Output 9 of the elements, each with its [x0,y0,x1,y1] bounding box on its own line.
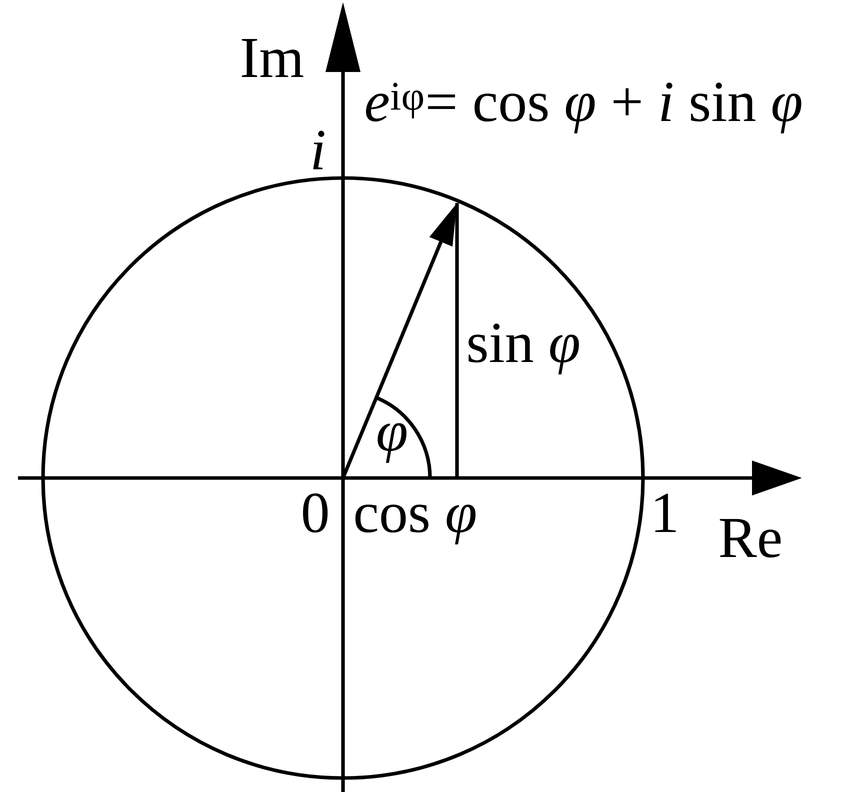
tick-label: 1 [655,494,676,532]
sine-label: sin φ [468,324,579,374]
angle-label: φ [378,423,406,463]
axis-label: Re [720,519,781,558]
cosine-label: cos φ [355,504,476,544]
tick-label: 0 [303,493,328,533]
tick-label: i [313,130,324,170]
euler-formula: e$^{iφ}$= cos φ + i sin φ [366,82,802,134]
axis-label: Im [242,39,304,77]
